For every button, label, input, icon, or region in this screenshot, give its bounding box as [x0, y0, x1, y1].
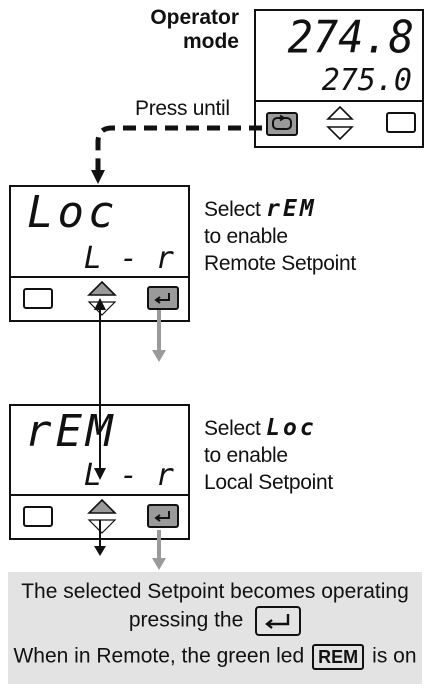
- footer-line3-after: is on: [372, 644, 417, 668]
- loc-display-top: Loc: [27, 187, 119, 238]
- rem-select-word: Select: [204, 417, 261, 440]
- rem-code-loc: Loc: [266, 415, 317, 441]
- footer-note: The selected Setpoint becomes operating …: [8, 572, 422, 684]
- scroll-key-icon[interactable]: [266, 112, 298, 136]
- footer-line3: When in Remote, the green led REM is on: [8, 644, 422, 670]
- rem-line3: Local Setpoint: [204, 471, 333, 494]
- rem-display-bottom: L - r: [83, 458, 174, 493]
- press-until-text: Press until: [135, 97, 230, 120]
- rem-led-badge: REM: [312, 644, 365, 670]
- up-down-arrow-keys-icon[interactable]: [87, 498, 117, 536]
- scroll-key-icon[interactable]: [23, 506, 53, 527]
- loc-display-panel: Loc L - r: [9, 185, 190, 322]
- rem-display-top: rEM: [25, 406, 117, 457]
- footer-line2: pressing the: [8, 606, 422, 636]
- operator-mode-label: Operator mode: [147, 6, 239, 54]
- operator-display-panel: 274.8 275.0: [254, 9, 424, 148]
- footer-line3-before: When in Remote, the green led: [13, 644, 305, 668]
- operator-display-top: 274.8: [287, 11, 414, 64]
- loc-code-rem: rEM: [266, 196, 317, 222]
- enter-key-icon[interactable]: [386, 112, 416, 133]
- operator-keybar: [256, 100, 422, 146]
- enter-key-icon: [255, 606, 302, 636]
- rem-line2: to enable: [204, 444, 288, 467]
- rem-keybar: [11, 494, 188, 538]
- flow-connector-dashed: [91, 125, 262, 184]
- loc-display-bottom: L - r: [83, 241, 174, 276]
- up-down-arrow-keys-icon[interactable]: [326, 104, 354, 142]
- enter-key-icon[interactable]: [147, 504, 179, 528]
- loc-select-word: Select: [204, 198, 261, 221]
- footer-line2-text: pressing the: [128, 608, 244, 632]
- scroll-key-icon[interactable]: [23, 288, 53, 309]
- loc-line2: to enable: [204, 225, 288, 248]
- operator-display-bottom: 275.0: [321, 63, 412, 98]
- enter-key-icon[interactable]: [147, 286, 179, 310]
- operator-label-line2: mode: [182, 30, 239, 53]
- loc-instructions: Select rEM to enable Remote Setpoint: [204, 196, 356, 277]
- loc-keybar: [11, 276, 188, 320]
- rem-instructions: Select Loc to enable Local Setpoint: [204, 415, 333, 496]
- loc-line3: Remote Setpoint: [204, 252, 356, 275]
- operator-label-line1: Operator: [150, 6, 239, 29]
- footer-line1: The selected Setpoint becomes operating: [21, 580, 409, 603]
